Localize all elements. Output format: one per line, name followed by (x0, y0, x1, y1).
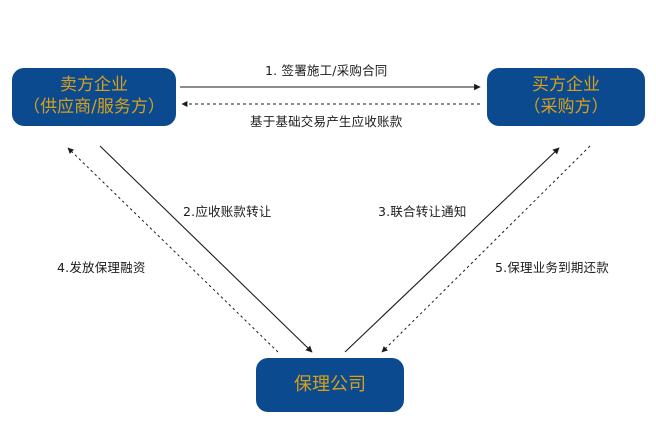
node-factor-line1: 保理公司 (294, 374, 366, 396)
node-seller-line2: （供应商/服务方） (23, 97, 165, 117)
node-buyer-line2: （采购方） (523, 97, 609, 117)
connector-repay (381, 145, 591, 353)
node-buyer[interactable]: 买方企业 （采购方） (487, 68, 645, 126)
connector-finance (67, 147, 279, 353)
connector-transfer (99, 145, 313, 353)
edge-label-transfer: 2.应收账款转让 (183, 204, 272, 219)
edge-label-finance: 4.发放保理融资 (57, 260, 146, 275)
node-buyer-line1: 买方企业 (532, 75, 600, 96)
edge-label-contract: 1. 签署施工/采购合同 (265, 63, 388, 78)
edge-label-notice: 3.联合转让通知 (378, 204, 467, 219)
node-seller[interactable]: 卖方企业 （供应商/服务方） (12, 68, 176, 126)
connector-notice (344, 147, 560, 353)
edge-label-receivable: 基于基础交易产生应收账款 (250, 114, 403, 129)
node-seller-line1: 卖方企业 (60, 75, 128, 96)
edge-label-repay: 5.保理业务到期还款 (495, 260, 609, 275)
node-factoring-company[interactable]: 保理公司 (256, 358, 404, 412)
